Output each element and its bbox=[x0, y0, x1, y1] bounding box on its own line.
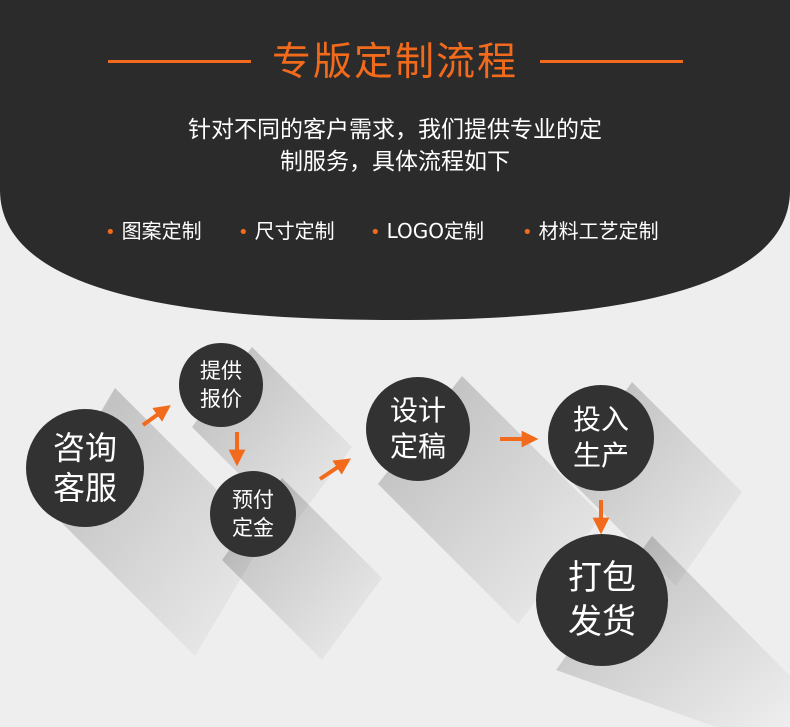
step-label-line2: 报价 bbox=[200, 387, 242, 411]
feature-list: •图案定制 •尺寸定制 •LOGO定制 •材料工艺定制 bbox=[0, 216, 790, 246]
header-background bbox=[0, 0, 790, 320]
step-consult-service: 咨询 客服 bbox=[26, 409, 144, 527]
step-label-line2: 定稿 bbox=[389, 430, 446, 463]
step-start-production: 投入 生产 bbox=[548, 385, 654, 491]
feature-item-logo: •LOGO定制 bbox=[370, 216, 484, 248]
step-provide-quote: 提供 报价 bbox=[179, 343, 263, 427]
bullet-icon: • bbox=[238, 222, 249, 243]
feature-label: 尺寸定制 bbox=[254, 219, 335, 243]
intro-text-line-2: 制服务，具体流程如下 bbox=[280, 149, 510, 175]
intro-text-line-1: 针对不同的客户需求，我们提供专业的定 bbox=[188, 117, 602, 143]
bullet-icon: • bbox=[105, 222, 116, 243]
title-line-right bbox=[540, 60, 683, 63]
feature-label: 图案定制 bbox=[121, 219, 202, 243]
feature-item-size: •尺寸定制 bbox=[238, 216, 335, 248]
step-label-line1: 预付 bbox=[232, 488, 274, 512]
arrow-icon bbox=[318, 458, 351, 481]
step-design-finalize: 设计 定稿 bbox=[366, 377, 470, 481]
step-label-line1: 投入 bbox=[572, 403, 629, 436]
step-pack-ship: 打包 发货 bbox=[536, 534, 668, 666]
flow-arrows bbox=[141, 405, 610, 535]
feature-label: 材料工艺定制 bbox=[538, 219, 659, 243]
step-label-line1: 设计 bbox=[389, 394, 446, 427]
step-label-line2: 客服 bbox=[52, 469, 117, 507]
bullet-icon: • bbox=[522, 222, 533, 243]
bullet-icon: • bbox=[370, 222, 381, 243]
step-label-line1: 提供 bbox=[200, 359, 242, 383]
arrow-icon bbox=[141, 405, 171, 427]
step-label-line1: 咨询 bbox=[52, 429, 117, 467]
feature-label: LOGO定制 bbox=[386, 219, 485, 243]
step-label-line2: 发货 bbox=[568, 602, 636, 642]
title-line-left bbox=[108, 60, 251, 63]
step-label-line2: 生产 bbox=[572, 439, 629, 472]
feature-item-pattern: •图案定制 bbox=[105, 216, 202, 248]
feature-item-material: •材料工艺定制 bbox=[522, 216, 659, 248]
step-prepay-deposit: 预付 定金 bbox=[210, 471, 296, 557]
step-label-line2: 定金 bbox=[232, 516, 274, 540]
step-label-line1: 打包 bbox=[568, 558, 636, 598]
page-title: 专版定制流程 bbox=[271, 40, 518, 85]
